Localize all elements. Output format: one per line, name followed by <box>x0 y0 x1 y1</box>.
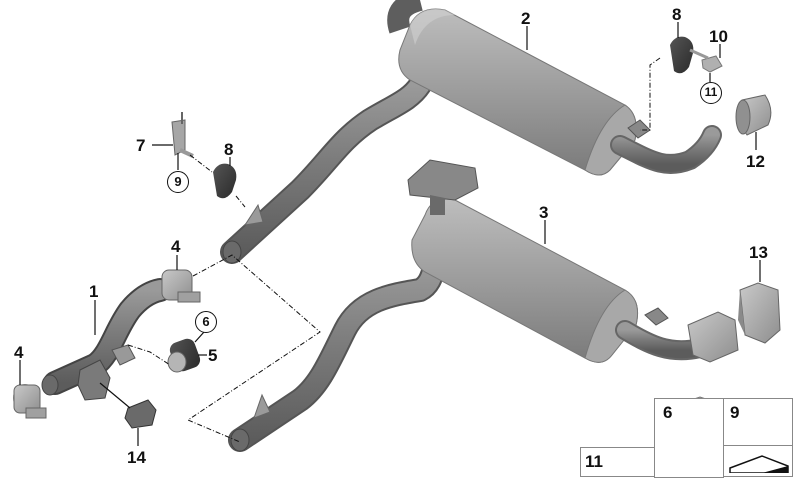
callout-7: 7 <box>136 136 146 155</box>
legend-box-6: 6 <box>654 398 724 478</box>
callout-6: 6 <box>195 311 217 333</box>
assembly-lines <box>127 57 661 443</box>
callout-2: 2 <box>521 9 531 28</box>
lower-tailpipe <box>615 307 739 363</box>
callout-4-left: 4 <box>14 343 24 362</box>
square-trim <box>738 282 781 344</box>
callout-12: 12 <box>746 152 765 171</box>
legend-label-9: 9 <box>730 403 740 422</box>
callout-14: 14 <box>127 448 146 467</box>
lower-muffler <box>407 159 639 363</box>
legend-label-6: 6 <box>663 403 673 422</box>
rubber-hanger-right <box>670 36 694 74</box>
callout-4-center: 4 <box>171 237 181 256</box>
clamp-left <box>13 384 47 419</box>
round-trim <box>735 94 772 136</box>
callout-11: 11 <box>700 82 722 104</box>
callout-13: 13 <box>749 243 768 262</box>
callout-3: 3 <box>539 203 549 222</box>
front-pipe <box>41 278 172 401</box>
callout-10: 10 <box>709 27 728 46</box>
hanger-bracket-7 <box>171 112 194 158</box>
legend-label-11: 11 <box>585 452 603 471</box>
actuator <box>124 399 157 429</box>
legend-box-9: 9 <box>723 398 793 446</box>
callout-9: 9 <box>167 171 189 193</box>
rubber-mount <box>167 338 201 373</box>
upper-tailpipe <box>610 119 722 174</box>
legend-box-symbol <box>723 445 793 477</box>
bracket-10 <box>689 48 723 73</box>
callout-8-left: 8 <box>224 140 234 159</box>
callout-5: 5 <box>208 346 218 365</box>
legend-box-11: 11 <box>580 447 655 477</box>
callout-1: 1 <box>89 282 99 301</box>
lower-pipe <box>228 253 447 452</box>
rubber-hanger-left <box>213 163 237 199</box>
callout-8-right: 8 <box>672 5 682 24</box>
leader-lines <box>19 22 761 446</box>
clamp-center <box>161 269 201 303</box>
upper-muffler <box>398 8 637 176</box>
upper-pipe <box>220 0 432 264</box>
